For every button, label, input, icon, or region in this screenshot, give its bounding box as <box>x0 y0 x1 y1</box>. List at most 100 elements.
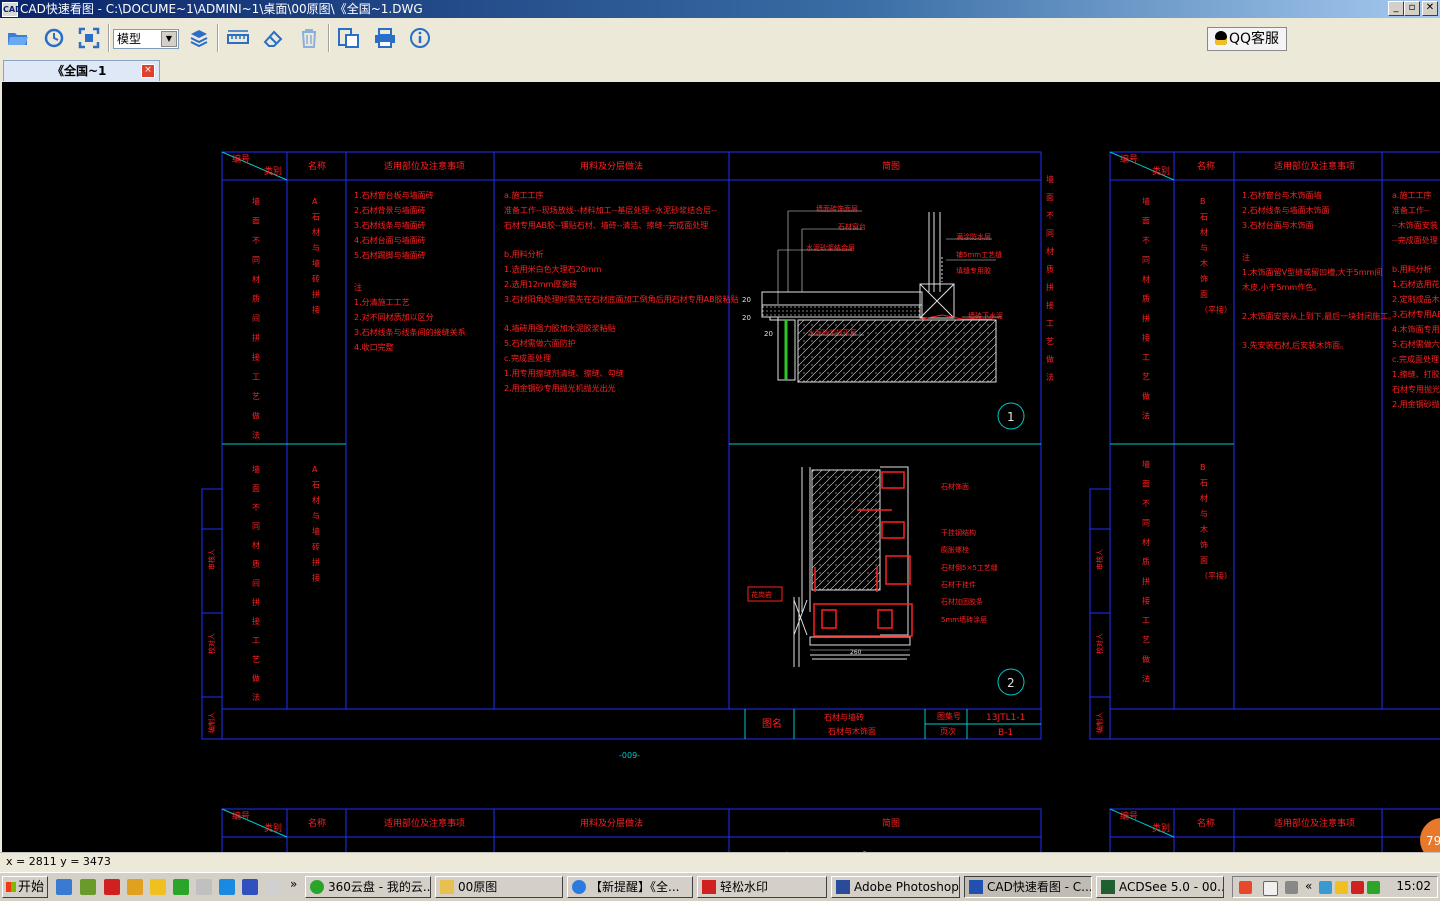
ie-icon[interactable] <box>219 879 235 895</box>
delete-icon[interactable] <box>296 25 322 51</box>
vertical-char: 法 <box>252 430 260 440</box>
text-line: a.施工工序 <box>504 190 543 200</box>
layout-select[interactable]: 模型 ▼ <box>113 29 179 49</box>
vertical-char: 面 <box>252 217 260 226</box>
sketch-label: 审核人 <box>207 549 216 570</box>
text-line: 4.收口完整 <box>354 342 394 352</box>
sketch-label: 墙砖下水泥 <box>968 311 1003 320</box>
editor-icon[interactable] <box>127 879 143 895</box>
sketch2-tag: 花岗岩 <box>751 590 772 599</box>
qq-tray-icon[interactable] <box>1335 881 1348 894</box>
close-icon[interactable]: × <box>141 64 155 78</box>
header-scope: 适用部位及注意事项 <box>1274 817 1355 829</box>
sketch-label: 墙面砖饰面层 <box>816 204 858 213</box>
vertical-char: 做 <box>252 411 260 421</box>
vertical-char: 墙 <box>1142 196 1150 206</box>
row1-method-text: a.施工工序准备工作----木饰面安装--完成面处理b.用料分析1.石材选用花岗… <box>1392 190 1440 409</box>
sogou-tray-icon[interactable] <box>1239 881 1252 894</box>
open-folder-icon[interactable] <box>5 25 31 51</box>
text-line: 1.石材窗台与木饰面墙 <box>1242 190 1322 200</box>
history-icon[interactable] <box>41 25 67 51</box>
vertical-char: 材 <box>1046 246 1054 256</box>
vertical-char: 做 <box>1142 654 1150 664</box>
title-bar: CAD CAD快速看图 - C:\DOCUME~1\ADMINI~1\桌面\00… <box>0 0 1440 18</box>
vertical-char: 拼 <box>1046 282 1054 292</box>
sketch-1: 墙面砖饰面层石材窗台水泥砂浆结合层满涂防水层铺5mm工艺缝填缝专用胶墙砖下水泥水… <box>742 204 1003 383</box>
sketch-label: 水泥砂浆结合层 <box>806 243 855 252</box>
task-acdsee[interactable]: ACDSee 5.0 - 00... <box>1096 876 1224 898</box>
print-icon[interactable] <box>372 25 398 51</box>
maxthon-icon[interactable] <box>242 879 258 895</box>
document-icon[interactable] <box>196 879 212 895</box>
vertical-char: 做 <box>252 673 260 683</box>
eraser-icon[interactable] <box>260 25 286 51</box>
zoom-extents-icon[interactable] <box>76 25 102 51</box>
qq-icon[interactable] <box>150 879 166 895</box>
volume-icon[interactable] <box>1285 881 1298 894</box>
vertical-char: 材 <box>1142 274 1150 284</box>
network-icon[interactable] <box>1319 881 1332 894</box>
photoshop-icon <box>836 880 850 894</box>
vertical-char: （平接） <box>1200 571 1232 581</box>
text-line: 注 <box>1242 252 1250 262</box>
vertical-char: 墙 <box>1142 459 1150 469</box>
dreamweaver-icon[interactable] <box>80 879 96 895</box>
restore-button[interactable]: ▫ <box>1404 1 1420 16</box>
text-line: c.完成面处理 <box>504 353 551 363</box>
title-block-label: 图名 <box>762 717 782 730</box>
text-line: b.用料分析 <box>1392 264 1432 274</box>
task-folder[interactable]: 00原图 <box>435 876 563 898</box>
watermark-icon <box>702 880 716 894</box>
text-line: 1.分清施工工艺 <box>354 297 410 307</box>
show-desktop-icon[interactable] <box>56 879 72 895</box>
task-watermark[interactable]: 轻松水印 <box>697 876 827 898</box>
header-method: 用料及分层做法 <box>580 160 643 172</box>
task-cad-viewer[interactable]: CAD快速看图 - C... <box>964 876 1092 898</box>
app-launcher-icon[interactable] <box>104 879 120 895</box>
chevron-down-icon[interactable]: ▼ <box>161 31 177 47</box>
sketch-label: 干挂钢结构 <box>941 528 976 537</box>
vertical-char: 材 <box>252 274 260 284</box>
help-icon[interactable] <box>1263 881 1278 896</box>
close-button[interactable]: ✕ <box>1422 1 1438 16</box>
vertical-char: 工 <box>252 373 260 382</box>
task-browser[interactable]: 【新提醒】《全... <box>567 876 693 898</box>
quick-launch-more[interactable]: » <box>290 877 298 891</box>
drawing-canvas[interactable]: 编号 类别 名称 适用部位及注意事项 用料及分层做法 简图 墙面不同材质间拼接工… <box>2 82 1440 852</box>
tray-expand[interactable]: « <box>1305 879 1313 893</box>
cloud-icon <box>310 880 324 894</box>
info-icon[interactable] <box>407 25 433 51</box>
layers-icon[interactable] <box>186 25 212 51</box>
acdsee-icon <box>1101 880 1115 894</box>
text-line: 5.石材踢脚与墙面砖 <box>354 250 426 260</box>
floating-badge[interactable]: 79 <box>1420 818 1440 852</box>
qq-service-button[interactable]: QQ客服 <box>1207 27 1287 51</box>
header-category: 类别 <box>264 822 282 834</box>
header-category: 类别 <box>264 165 282 177</box>
sketch-label: 5mm墙砖涂层 <box>941 615 987 624</box>
task-360-cloud[interactable]: 360云盘 - 我的云... <box>305 876 431 898</box>
tab-drawing[interactable]: 《全国~1 × <box>3 60 160 81</box>
start-button[interactable]: 开始 <box>2 876 48 898</box>
sketch-label: 膨胀螺栓 <box>941 545 969 554</box>
text-line: c.完成面处理 <box>1392 354 1439 364</box>
cloud-tray-icon[interactable] <box>1367 881 1380 894</box>
toolbar-separator <box>217 24 219 52</box>
browser-360-icon[interactable] <box>173 879 189 895</box>
title-block-name1: 石材与墙砖 <box>824 712 864 722</box>
notepad-icon[interactable] <box>265 879 281 895</box>
qq-penguin-icon <box>1214 31 1227 45</box>
vertical-char: 墙 <box>312 526 320 536</box>
vertical-char: 工 <box>252 636 260 645</box>
vertical-char: 拼 <box>252 333 260 343</box>
toolbar-separator <box>328 24 330 52</box>
minimize-button[interactable]: _ <box>1388 1 1404 16</box>
vertical-char: 工 <box>1142 353 1150 362</box>
task-photoshop[interactable]: Adobe Photoshop <box>831 876 960 898</box>
measure-icon[interactable] <box>225 25 251 51</box>
security-icon[interactable] <box>1351 881 1364 894</box>
export-icon[interactable] <box>336 25 362 51</box>
